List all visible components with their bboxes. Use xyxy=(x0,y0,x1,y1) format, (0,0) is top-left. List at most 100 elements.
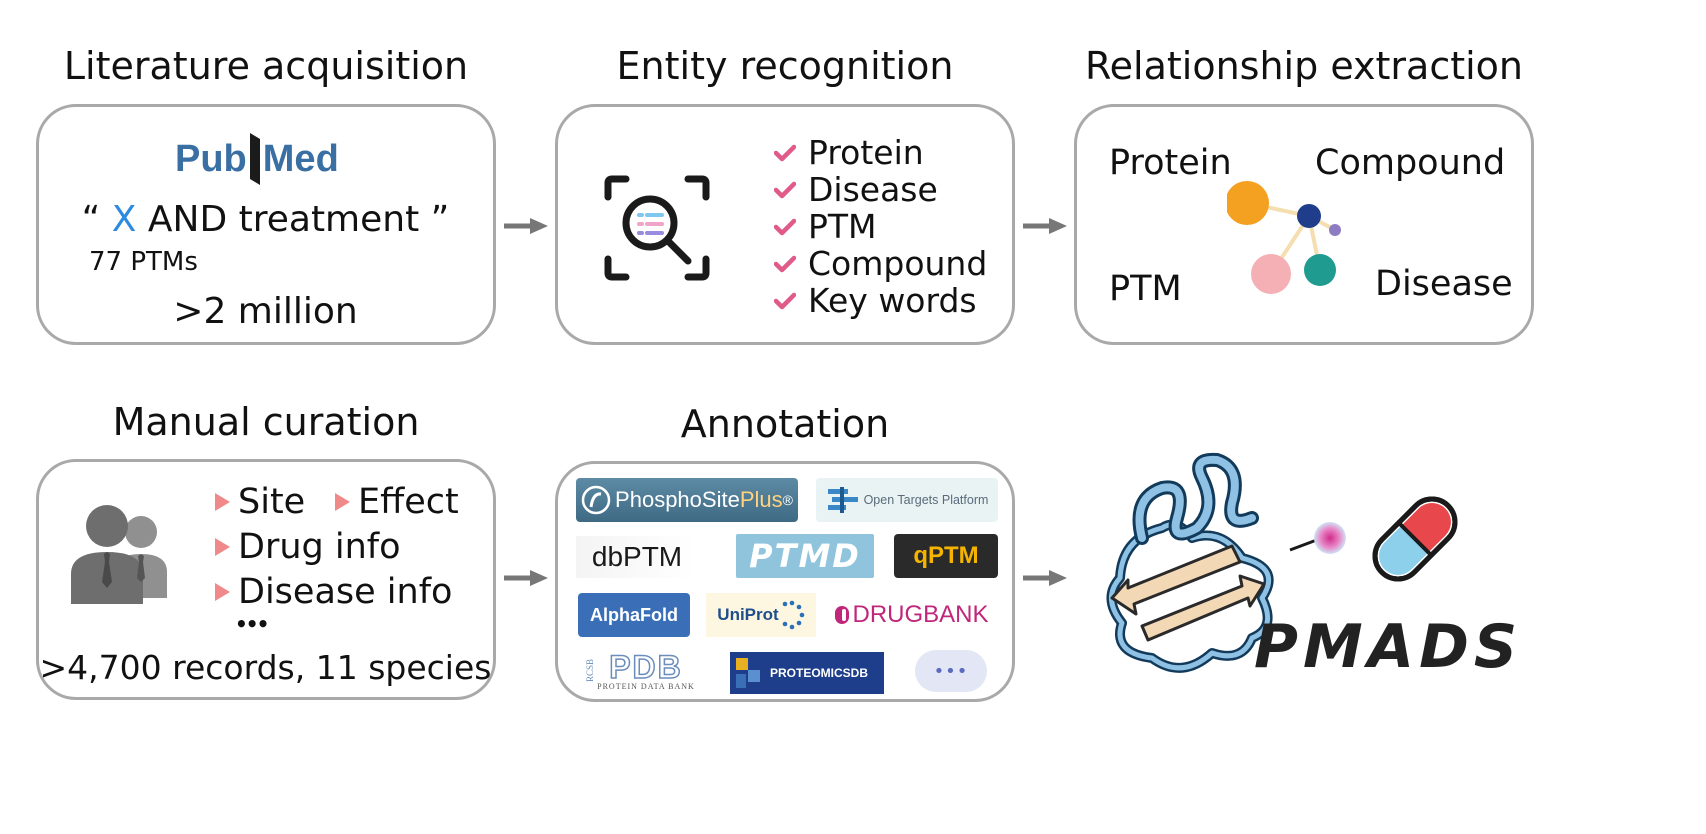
query-open-quote: “ xyxy=(81,199,101,240)
ptm-count: 77 PTMs xyxy=(89,247,198,277)
entity-item-keywords: Key words xyxy=(774,281,977,320)
triangle-bullet-icon xyxy=(335,493,350,511)
pmads-title: PMADS xyxy=(1254,612,1523,682)
protein-structure-icon xyxy=(1106,452,1323,673)
literature-count: >2 million xyxy=(173,291,358,332)
literature-box: Pub Med “ X AND treatment ” 77 PTMs >2 m… xyxy=(36,104,496,345)
drugbank-logo[interactable]: DRUGBANK xyxy=(824,596,998,634)
pdb-side-text: RCSB xyxy=(585,659,596,683)
relationship-extraction-title: Relationship extraction xyxy=(1084,44,1524,88)
triangle-bullet-icon xyxy=(215,583,230,601)
pdb-main-text: PDB xyxy=(608,649,683,685)
curation-item-label: Disease info xyxy=(238,572,453,612)
qptm-text: qPTM xyxy=(913,542,979,569)
phosphosite-swirl-icon xyxy=(581,485,611,515)
triangle-bullet-icon xyxy=(215,493,230,511)
curation-item-label: Site xyxy=(238,482,306,522)
search-document-icon xyxy=(604,175,710,281)
ptmd-logo[interactable]: PTMD xyxy=(736,534,874,578)
uniprot-text: UniProt xyxy=(717,605,779,624)
alphafold-logo[interactable]: AlphaFold xyxy=(578,593,690,637)
entity-item-disease: Disease xyxy=(774,170,938,209)
entity-recognition-title: Entity recognition xyxy=(616,44,954,88)
curation-item-label: Drug info xyxy=(238,527,401,567)
drugbank-pill-icon xyxy=(835,606,850,624)
proteomicsdb-logo[interactable]: PROTEOMICSDB xyxy=(730,652,884,694)
uniprot-dots-icon xyxy=(782,600,804,630)
manual-curation-box: Site Effect Drug info Disease info ••• >… xyxy=(36,459,496,700)
phosphosite-reg-mark: ® xyxy=(782,492,793,508)
query-close-quote: ” xyxy=(430,199,450,240)
entity-item-compound: Compound xyxy=(774,244,987,283)
entity-item-label: Protein xyxy=(808,133,924,172)
ptm-modification-icon xyxy=(1314,522,1346,554)
arrow-annotation-to-pmads xyxy=(1023,570,1067,586)
node-navy xyxy=(1297,204,1321,228)
arrow-entity-to-relationship xyxy=(1023,218,1067,234)
check-icon xyxy=(774,181,796,198)
curation-summary: >4,700 records, 11 species xyxy=(39,648,492,687)
opentargets-logo[interactable]: Open Targets Platform xyxy=(816,478,998,522)
node-purple xyxy=(1329,224,1341,236)
curation-item-label: Effect xyxy=(358,482,459,522)
curation-item-drug: Drug info xyxy=(215,527,401,567)
pubmed-logo-med: Med xyxy=(262,137,339,180)
users-icon xyxy=(71,505,167,604)
phosphosite-plus-text: Plus xyxy=(739,487,783,512)
arrow-curation-to-annotation xyxy=(504,570,548,586)
more-databases-text: ••• xyxy=(933,660,969,682)
check-icon xyxy=(774,255,796,272)
entity-item-ptm: PTM xyxy=(774,207,877,246)
curation-item-disease: Disease info xyxy=(215,572,452,612)
pubmed-logo: Pub Med xyxy=(175,129,339,189)
curation-item-effect: Effect xyxy=(335,482,459,522)
pdb-sub-text: PROTEIN DATA BANK xyxy=(597,682,695,691)
book-icon xyxy=(249,133,260,185)
entity-item-label: Compound xyxy=(808,244,988,283)
proteomicsdb-text: PROTEOMICSDB xyxy=(770,666,869,680)
relationship-box: Protein Compound PTM Disease xyxy=(1074,104,1534,345)
dbptm-logo[interactable]: dbPTM xyxy=(576,536,698,578)
entity-item-label: PTM xyxy=(808,207,877,246)
search-query: “ X AND treatment ” xyxy=(39,199,492,240)
relationship-label-compound: Compound xyxy=(1315,143,1506,183)
query-text: AND treatment xyxy=(147,199,420,240)
entity-item-label: Key words xyxy=(808,281,977,320)
qptm-logo[interactable]: qPTM xyxy=(894,534,998,578)
pill-icon xyxy=(1372,496,1458,582)
entity-item-protein: Protein xyxy=(774,133,924,172)
manual-curation-title: Manual curation xyxy=(112,400,420,444)
relationship-label-protein: Protein xyxy=(1109,143,1232,183)
check-icon xyxy=(774,144,796,161)
annotation-title: Annotation xyxy=(680,402,890,446)
node-pink xyxy=(1251,254,1291,294)
curation-ellipsis: ••• xyxy=(235,612,269,636)
uniprot-logo[interactable]: UniProt xyxy=(706,593,816,637)
ptmd-text: PTMD xyxy=(749,537,861,575)
node-orange xyxy=(1227,181,1269,225)
entity-box: Protein Disease PTM Compound Key words xyxy=(555,104,1015,345)
relationship-label-ptm: PTM xyxy=(1109,269,1182,309)
phosphosite-main-text: PhosphoSite xyxy=(615,487,740,512)
entity-item-label: Disease xyxy=(808,170,938,209)
check-icon xyxy=(774,218,796,235)
node-teal xyxy=(1304,254,1336,286)
more-databases-button[interactable]: ••• xyxy=(915,650,987,692)
opentargets-text: Open Targets Platform xyxy=(863,493,989,507)
dbptm-text: dbPTM xyxy=(591,541,683,572)
curation-item-site: Site xyxy=(215,482,305,522)
opentargets-icon xyxy=(827,487,858,513)
query-x: X xyxy=(111,199,137,240)
pubmed-logo-pub: Pub xyxy=(175,137,247,180)
network-graph-icon xyxy=(1227,181,1341,294)
relationship-label-disease: Disease xyxy=(1375,264,1513,304)
check-icon xyxy=(774,292,796,309)
triangle-bullet-icon xyxy=(215,538,230,556)
pdb-logo[interactable]: RCSB PDB PROTEIN DATA BANK xyxy=(578,650,702,692)
literature-acquisition-title: Literature acquisition xyxy=(63,44,469,88)
arrow-literature-to-entity xyxy=(504,218,548,234)
proteomicsdb-blocks-icon xyxy=(736,658,760,688)
alphafold-text: AlphaFold xyxy=(590,604,678,625)
